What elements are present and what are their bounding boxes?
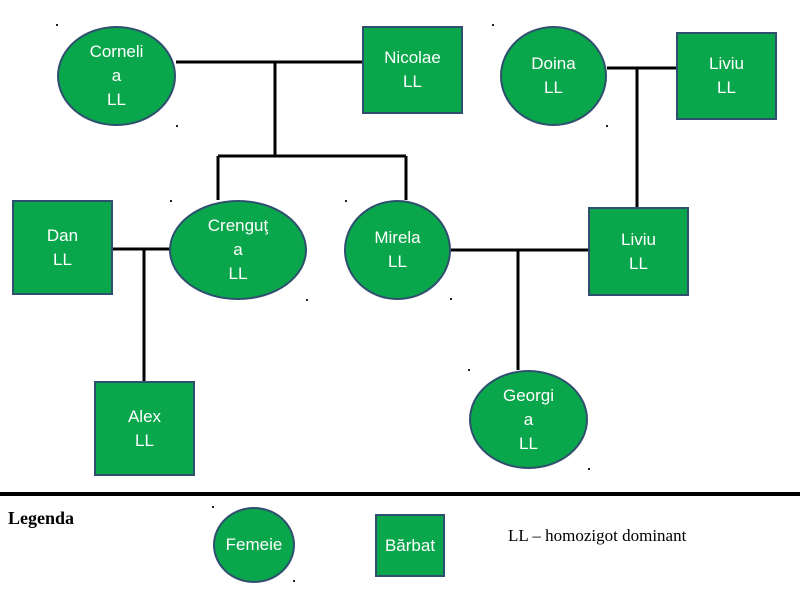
legend-female-symbol: Femeie xyxy=(213,507,295,583)
speck xyxy=(56,24,58,26)
person-genotype: LL xyxy=(107,90,126,109)
person-nicolae: Nicolae LL xyxy=(362,26,463,114)
person-genotype: LL xyxy=(388,252,407,271)
person-genotype: LL xyxy=(544,78,563,97)
person-name-part: Georgi xyxy=(502,385,555,405)
person-name: Liviu xyxy=(621,229,656,249)
person-name-part: Corneli xyxy=(89,42,144,61)
speck xyxy=(492,24,494,26)
person-name-part: Crenguţ xyxy=(207,216,269,235)
person-mirela: Mirela LL xyxy=(344,200,451,300)
person-name: Mirela xyxy=(374,228,421,247)
speck xyxy=(293,580,295,582)
person-genotype: LL xyxy=(629,253,648,273)
speck xyxy=(345,200,347,202)
speck xyxy=(176,125,178,127)
person-doina: Doina LL xyxy=(500,26,607,126)
person-name: Dan xyxy=(46,225,79,245)
legend-male-label: Bărbat xyxy=(384,535,436,555)
speck xyxy=(212,506,214,508)
person-genotype: LL xyxy=(53,249,72,269)
person-name-part: a xyxy=(233,240,243,259)
speck xyxy=(306,299,308,301)
person-name: Nicolae xyxy=(384,48,441,67)
person-georgia: Georgi a LL xyxy=(469,370,588,469)
legend-female-label: Femeie xyxy=(225,535,283,554)
person-name-part: a xyxy=(523,409,534,429)
person-dan: Dan LL xyxy=(12,200,113,295)
legend-separator xyxy=(0,492,800,496)
speck xyxy=(606,125,608,127)
person-cornelia: Corneli a LL xyxy=(57,26,176,126)
person-alex: Alex LL xyxy=(94,381,195,476)
speck xyxy=(170,200,172,202)
person-genotype: LL xyxy=(717,78,736,97)
person-crenguta: Crenguţ a LL xyxy=(169,200,307,300)
legend-male-symbol: Bărbat xyxy=(375,514,445,577)
person-liviu-top: Liviu LL xyxy=(676,32,777,120)
legend-title: Legenda xyxy=(8,508,75,528)
person-name: Alex xyxy=(127,406,162,426)
speck xyxy=(588,468,590,470)
person-genotype: LL xyxy=(135,430,154,450)
person-liviu-mid: Liviu LL xyxy=(588,207,689,296)
person-name: Liviu xyxy=(709,54,744,73)
person-genotype: LL xyxy=(519,433,538,453)
person-genotype: LL xyxy=(228,264,248,283)
speck xyxy=(468,369,470,371)
person-name-part: a xyxy=(111,66,122,85)
person-genotype: LL xyxy=(403,72,422,91)
legend-description: LL – homozigot dominant xyxy=(508,526,687,545)
person-name: Doina xyxy=(531,54,576,73)
speck xyxy=(450,298,452,300)
